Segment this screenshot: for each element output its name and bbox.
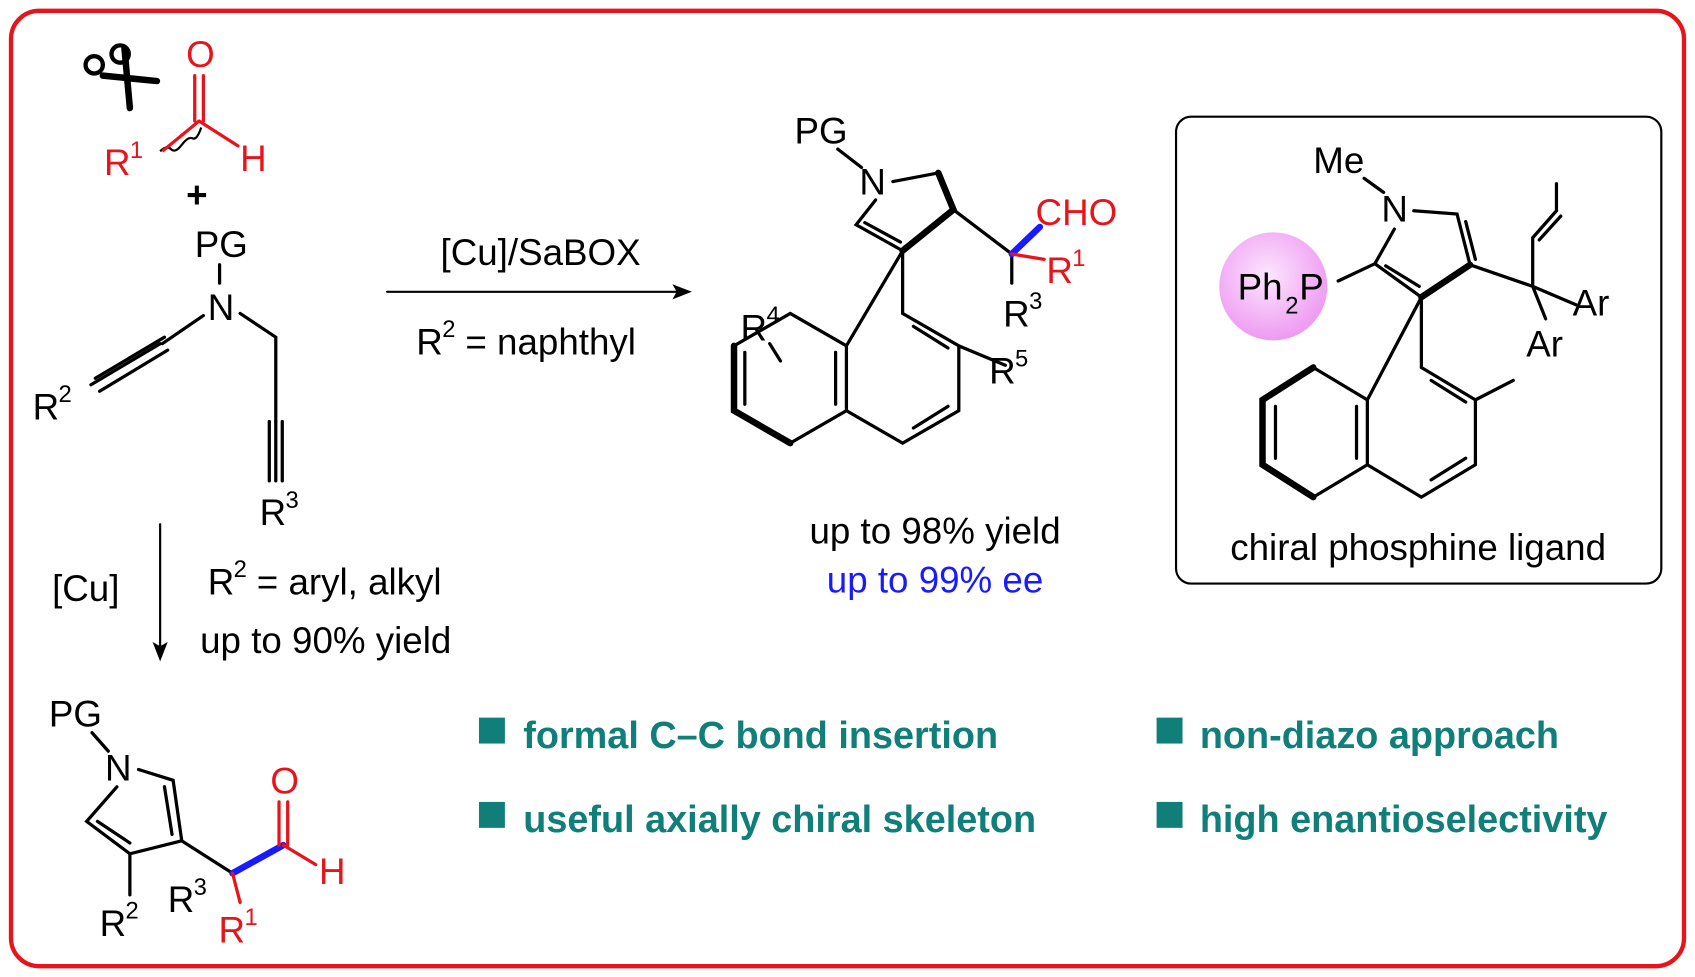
atom-P: P	[1299, 266, 1324, 307]
atom-O: O	[186, 34, 215, 75]
yield-text: up to 98% yield	[809, 511, 1060, 552]
condition-rest: = naphthyl	[455, 321, 636, 362]
cho-label: CHO	[1036, 192, 1118, 233]
feature-item: high enantioselectivity	[1200, 799, 1608, 841]
atom-H: H	[319, 851, 346, 892]
ph-sub: 2	[1285, 292, 1298, 319]
product-bottom: PG N O H R 2 R 3 R 1	[49, 693, 346, 950]
ligand-box: Me N Ph 2 P Ar Ar chiral phosphine ligan…	[1174, 115, 1663, 585]
plus-sign: +	[186, 175, 207, 216]
aryl-label-2: Ar	[1526, 324, 1563, 365]
feature-item: non-diazo approach	[1200, 715, 1559, 757]
r2-sup: 2	[126, 898, 139, 925]
atom-N: N	[105, 747, 132, 788]
condition-sup: 2	[234, 556, 247, 583]
bullet-square-icon	[1156, 801, 1183, 828]
ee-text: up to 99% ee	[827, 559, 1044, 600]
r2-label: R	[100, 903, 127, 944]
r1-sup: 1	[244, 904, 257, 931]
r3-label: R	[1003, 293, 1030, 334]
reaction-arrow-down: [Cu] R 2 = aryl, alkyl up to 90% yield	[52, 523, 451, 662]
catalyst-label: [Cu]	[52, 568, 119, 609]
atom-N: N	[1381, 189, 1408, 230]
pg-label: PG	[49, 693, 102, 734]
r4-label: R	[741, 307, 768, 348]
aldehyde-reactant: O H R 1	[83, 34, 267, 183]
r1-label: R	[1046, 250, 1073, 291]
bullet-square-icon	[1156, 717, 1183, 744]
condition-r: R	[208, 561, 235, 602]
bullet-square-icon	[478, 801, 505, 828]
r1-label: R	[104, 142, 131, 183]
feature-item: formal C–C bond insertion	[523, 715, 998, 757]
ph-label: Ph	[1238, 266, 1283, 307]
scissors-icon	[83, 43, 161, 112]
r2-label: R	[33, 386, 60, 427]
r3-sup: 3	[194, 874, 207, 901]
feature-item: useful axially chiral skeleton	[523, 799, 1036, 841]
catalyst-label: [Cu]/SaBOX	[441, 232, 641, 273]
diyne-reactant: PG N R 2 R 3	[33, 224, 299, 533]
ligand-caption: chiral phosphine ligand	[1230, 527, 1606, 568]
condition-r: R	[416, 321, 443, 362]
yield-text: up to 90% yield	[200, 620, 451, 661]
r1-sup: 1	[1072, 245, 1085, 272]
r2-sup: 2	[59, 381, 72, 408]
r3-sup: 3	[1029, 288, 1042, 315]
outer-border	[8, 8, 1687, 969]
r3-label: R	[260, 492, 287, 533]
pg-label: PG	[195, 224, 248, 265]
atom-O: O	[270, 760, 299, 801]
methyl-label: Me	[1313, 140, 1364, 181]
condition-sup: 2	[442, 316, 455, 343]
feature-list: formal C–C bond insertion useful axially…	[478, 715, 1608, 841]
r5-label: R	[989, 351, 1016, 392]
pg-label: PG	[795, 111, 848, 152]
r3-label: R	[168, 879, 195, 920]
atom-N: N	[859, 162, 886, 203]
r4-sup: 4	[766, 302, 779, 329]
phosphorus-highlight	[1219, 232, 1328, 341]
bullet-square-icon	[478, 717, 505, 744]
atom-H: H	[240, 138, 267, 179]
aryl-label-1: Ar	[1573, 283, 1610, 324]
r1-label: R	[219, 909, 246, 950]
r5-sup: 5	[1015, 345, 1028, 372]
atom-N: N	[208, 287, 235, 328]
condition-rest: = aryl, alkyl	[247, 561, 442, 602]
product-top: PG N CHO R 1 R 3 R 4 R 5 up to 98% yield…	[730, 111, 1118, 600]
r1-sup: 1	[130, 137, 143, 164]
reaction-arrow-top: [Cu]/SaBOX R 2 = naphthyl	[386, 232, 692, 362]
r3-sup: 3	[286, 487, 299, 514]
